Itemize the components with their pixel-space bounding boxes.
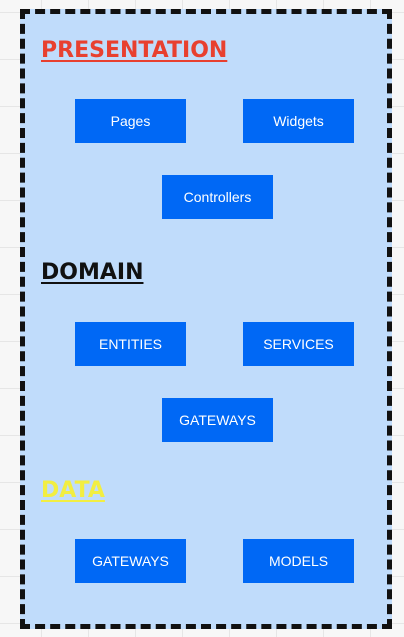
data-title: DATA xyxy=(41,478,105,503)
domain-title: DOMAIN xyxy=(41,260,144,285)
node-services[interactable]: SERVICES xyxy=(243,322,354,366)
node-pages[interactable]: Pages xyxy=(75,99,186,143)
node-entities[interactable]: ENTITIES xyxy=(75,322,186,366)
node-data-gateways[interactable]: GATEWAYS xyxy=(75,539,186,583)
presentation-title: PRESENTATION xyxy=(41,38,228,63)
node-domain-gateways[interactable]: GATEWAYS xyxy=(162,398,273,442)
node-models[interactable]: MODELS xyxy=(243,539,354,583)
node-controllers[interactable]: Controllers xyxy=(162,175,273,219)
node-widgets[interactable]: Widgets xyxy=(243,99,354,143)
